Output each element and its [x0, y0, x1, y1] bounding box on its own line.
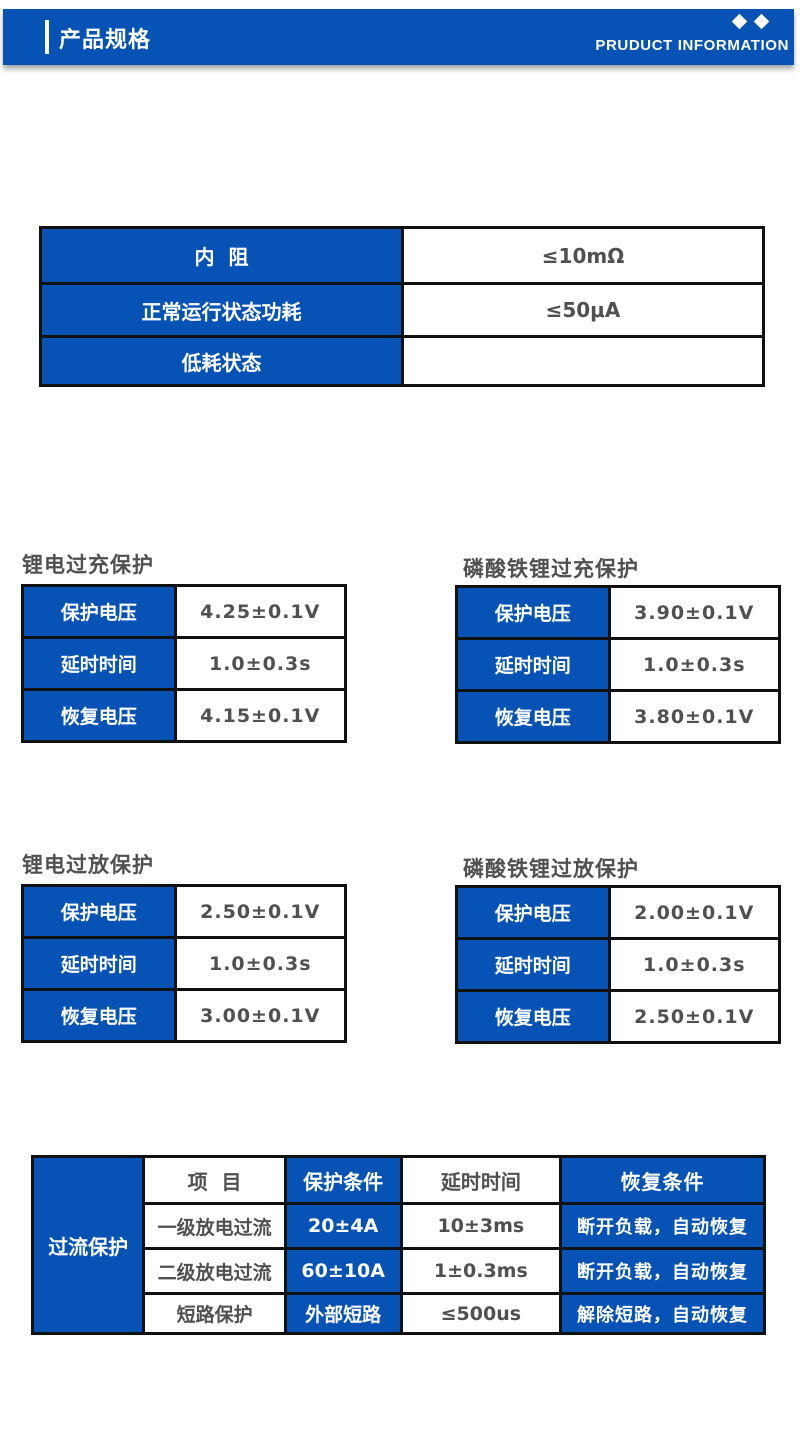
header-item: 项 目 [142, 1155, 287, 1205]
table-row: 延时时间 1.0±0.3s [455, 937, 782, 992]
row-label: 低耗状态 [39, 335, 404, 387]
table-row: 延时时间 1.0±0.3s [21, 936, 348, 991]
cell-condition: 20±4A [283, 1202, 403, 1250]
cell-condition: 60±10A [283, 1247, 403, 1295]
li-overcharge-table: 保护电压 4.25±0.1V 延时时间 1.0±0.3s 恢复电压 4.15±0… [21, 584, 348, 743]
cell-recovery: 断开负载，自动恢复 [559, 1202, 766, 1250]
cell-delay: 1±0.3ms [399, 1247, 563, 1295]
lfp-overcharge-table: 保护电压 3.90±0.1V 延时时间 1.0±0.3s 恢复电压 3.80±0… [455, 585, 782, 744]
table-row: 延时时间 1.0±0.3s [455, 637, 782, 692]
cell-item: 短路保护 [142, 1292, 287, 1335]
section-title: 锂电过放保护 [22, 853, 154, 877]
table-row: 保护电压 3.90±0.1V [455, 585, 782, 640]
row-label: 延时时间 [21, 636, 177, 691]
row-label: 恢复电压 [455, 689, 611, 744]
row-value: 1.0±0.3s [607, 637, 782, 692]
table-row: 恢复电压 4.15±0.1V [21, 688, 348, 743]
page-subtitle: PRUDUCT INFORMATION [595, 37, 789, 54]
row-label: 保护电压 [21, 584, 177, 639]
table-row: 短路保护 外部短路 ≤500us 解除短路，自动恢复 [33, 1292, 766, 1335]
row-label: 保护电压 [455, 885, 611, 940]
section-title: 磷酸铁锂过充保护 [463, 557, 639, 581]
title-accent-bar [45, 20, 49, 54]
row-value: ≤50μA [401, 282, 765, 338]
section-header-banner: 产品规格 PRUDUCT INFORMATION [3, 9, 794, 65]
cell-delay: 10±3ms [399, 1202, 563, 1250]
row-label: 延时时间 [21, 936, 177, 991]
cell-recovery: 解除短路，自动恢复 [559, 1292, 766, 1335]
row-label: 恢复电压 [21, 688, 177, 743]
table-row: 保护电压 2.50±0.1V [21, 884, 348, 939]
row-value: ≤10mΩ [401, 226, 765, 285]
row-label: 保护电压 [21, 884, 177, 939]
table-row: 保护电压 2.00±0.1V [455, 885, 782, 940]
row-value: 2.00±0.1V [607, 885, 782, 940]
header-condition: 保护条件 [283, 1155, 403, 1205]
overcurrent-table: 过流保护 项 目 保护条件 延时时间 恢复条件 一级放电过流 20±4A 10±… [30, 1155, 766, 1335]
diamond-icon [753, 13, 770, 30]
row-value: 3.90±0.1V [607, 585, 782, 640]
row-value: 4.25±0.1V [173, 584, 348, 639]
row-label: 保护电压 [455, 585, 611, 640]
li-overdischarge-table: 保护电压 2.50±0.1V 延时时间 1.0±0.3s 恢复电压 3.00±0… [21, 884, 348, 1043]
row-value: 1.0±0.3s [173, 636, 348, 691]
section-title: 锂电过充保护 [22, 553, 154, 577]
table-row: 二级放电过流 60±10A 1±0.3ms 断开负载，自动恢复 [33, 1247, 766, 1295]
row-value [401, 335, 765, 387]
lfp-overdischarge-table: 保护电压 2.00±0.1V 延时时间 1.0±0.3s 恢复电压 2.50±0… [455, 885, 782, 1044]
table-row: 延时时间 1.0±0.3s [21, 636, 348, 691]
table-row: 恢复电压 2.50±0.1V [455, 989, 782, 1044]
table-row: 保护电压 4.25±0.1V [21, 584, 348, 639]
table-row: 恢复电压 3.80±0.1V [455, 689, 782, 744]
section-title: 磷酸铁锂过放保护 [463, 857, 639, 881]
row-label: 正常运行状态功耗 [39, 282, 404, 338]
row-label: 延时时间 [455, 637, 611, 692]
cell-delay: ≤500us [399, 1292, 563, 1335]
row-value: 4.15±0.1V [173, 688, 348, 743]
row-value: 1.0±0.3s [607, 937, 782, 992]
cell-recovery: 断开负载，自动恢复 [559, 1247, 766, 1295]
cell-condition: 外部短路 [283, 1292, 403, 1335]
page-title: 产品规格 [59, 28, 152, 53]
row-value: 2.50±0.1V [173, 884, 348, 939]
cell-item: 一级放电过流 [142, 1202, 287, 1250]
table-row: 正常运行状态功耗 ≤50μA [39, 282, 765, 338]
row-value: 2.50±0.1V [607, 989, 782, 1044]
diamond-icon [731, 13, 748, 30]
header-delay: 延时时间 [399, 1155, 563, 1205]
row-value: 3.80±0.1V [607, 689, 782, 744]
header-recovery: 恢复条件 [559, 1155, 766, 1205]
table-row: 一级放电过流 20±4A 10±3ms 断开负载，自动恢复 [33, 1202, 766, 1250]
row-label: 内 阻 [39, 226, 404, 285]
cell-item: 二级放电过流 [142, 1247, 287, 1295]
row-label: 恢复电压 [455, 989, 611, 1044]
table-row: 内 阻 ≤10mΩ [39, 226, 765, 285]
row-value: 3.00±0.1V [173, 988, 348, 1043]
table-row: 低耗状态 [39, 335, 765, 387]
table-row: 恢复电压 3.00±0.1V [21, 988, 348, 1043]
table-header-row: 过流保护 项 目 保护条件 延时时间 恢复条件 [30, 1155, 766, 1335]
row-value: 1.0±0.3s [173, 936, 348, 991]
spec-table: 内 阻 ≤10mΩ 正常运行状态功耗 ≤50μA 低耗状态 [39, 226, 765, 387]
row-label: 恢复电压 [21, 988, 177, 1043]
group-label: 过流保护 [30, 1155, 146, 1335]
row-label: 延时时间 [455, 937, 611, 992]
